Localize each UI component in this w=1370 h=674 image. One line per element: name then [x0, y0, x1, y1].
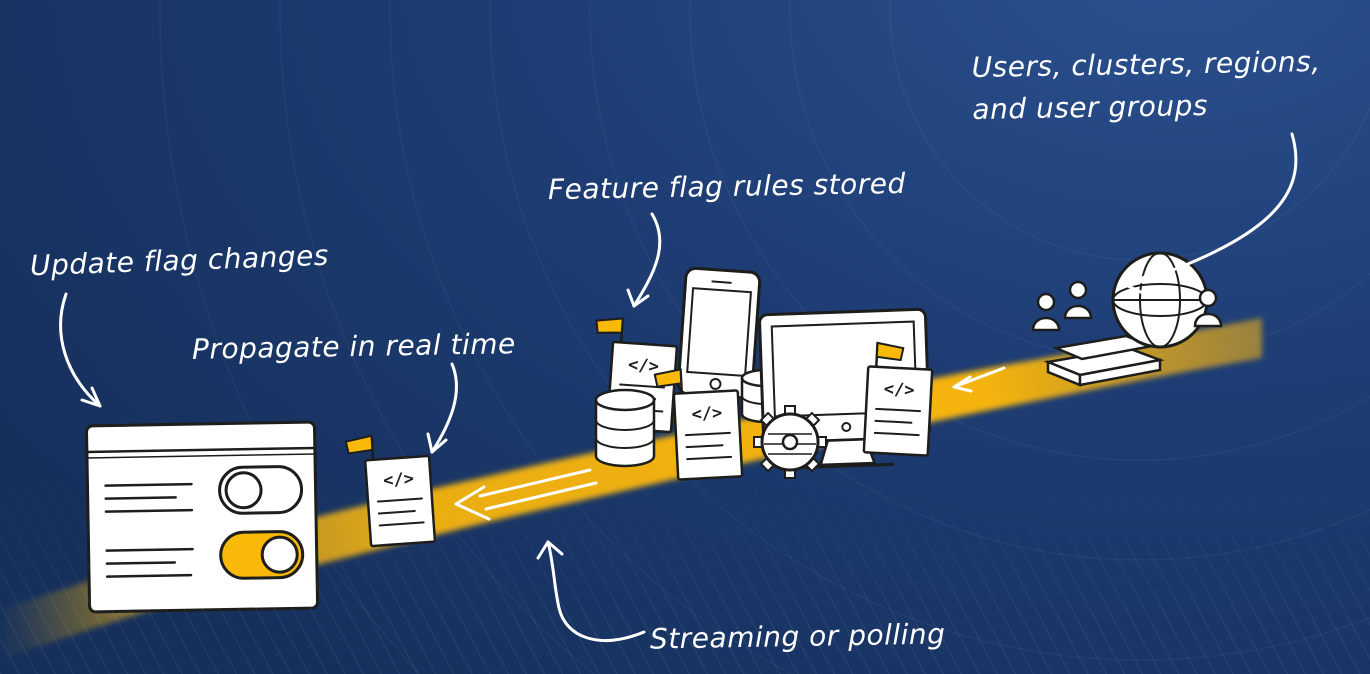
window-titlebar-line: [86, 446, 315, 454]
label-propagate: Propagate in real time: [191, 327, 517, 366]
arrow-streaming-to-band: [536, 540, 646, 642]
label-streaming: Streaming or polling: [649, 617, 946, 656]
toggle-on-knob: [260, 535, 299, 574]
globe-icon: [1111, 251, 1209, 349]
arrow-into-cluster: [952, 366, 1006, 393]
flag-icon: [595, 317, 624, 334]
sdk-document-icon: </>: [862, 341, 934, 457]
sdk-document-icon: </>: [344, 434, 437, 548]
arrow-users-to-servers: [1126, 132, 1298, 297]
phone-home-button: [709, 377, 722, 390]
user-icon: [1031, 292, 1061, 332]
code-glyph: </>: [691, 403, 723, 425]
sdk-document-icon: </>: [653, 368, 744, 481]
user-icon: [1193, 288, 1223, 328]
database-icon: [594, 388, 656, 468]
code-glyph: </>: [627, 355, 659, 377]
flag-icon: [344, 434, 374, 455]
flag-dashboard-window: [85, 420, 320, 614]
toggle-off: [218, 465, 304, 515]
code-glyph: </>: [383, 469, 415, 491]
label-users-clusters: Users, clusters, regions, and user group…: [971, 41, 1321, 131]
data-stream-band: [5, 318, 1262, 658]
window-titlebar-line2: [86, 453, 315, 459]
text-lines-top: [104, 482, 194, 513]
flag-icon: [875, 341, 905, 362]
toggle-on: [219, 530, 305, 580]
user-icon: [1063, 280, 1093, 320]
arrow-rules-to-document: [626, 212, 662, 308]
toggle-off-knob: [224, 471, 263, 510]
books-stack-icon: [1043, 334, 1165, 387]
double-arrow-stream-direction: [454, 468, 598, 521]
text-lines-bottom: [105, 547, 194, 578]
arrow-update-to-dashboard: [59, 292, 102, 408]
monitor-stand: [818, 438, 877, 467]
code-glyph: </>: [883, 379, 915, 401]
arrow-propagate-to-document: [426, 362, 458, 454]
label-users-line2: and user groups: [972, 88, 1209, 127]
label-rules-stored: Feature flag rules stored: [547, 166, 907, 207]
monitor-chin-dot: [841, 421, 852, 432]
flag-icon: [653, 368, 683, 388]
label-users-line1: Users, clusters, regions,: [971, 44, 1321, 85]
smartphone-icon: [676, 266, 762, 400]
gear-icon: [753, 405, 827, 479]
